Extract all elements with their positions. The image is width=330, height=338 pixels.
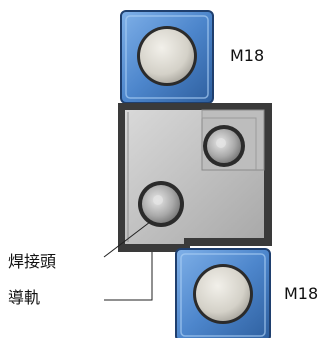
top-bolt-label: M18 [230, 46, 265, 65]
main-body [118, 103, 272, 252]
guide-rail-label: 導軌 [8, 288, 41, 307]
bottom-bolt-face [196, 267, 250, 321]
top-bolt-face [140, 29, 194, 83]
bottom-bolt-block [175, 248, 271, 338]
top-bolt-block [120, 10, 214, 104]
weld-head-leader [103, 221, 151, 258]
guide-rail-leader [104, 252, 153, 301]
body-bolt-lower [138, 181, 184, 227]
body-bolt-upper [203, 125, 245, 167]
bottom-bolt-label: M18 [284, 284, 319, 303]
weld-head-label: 焊接頭 [8, 252, 57, 271]
